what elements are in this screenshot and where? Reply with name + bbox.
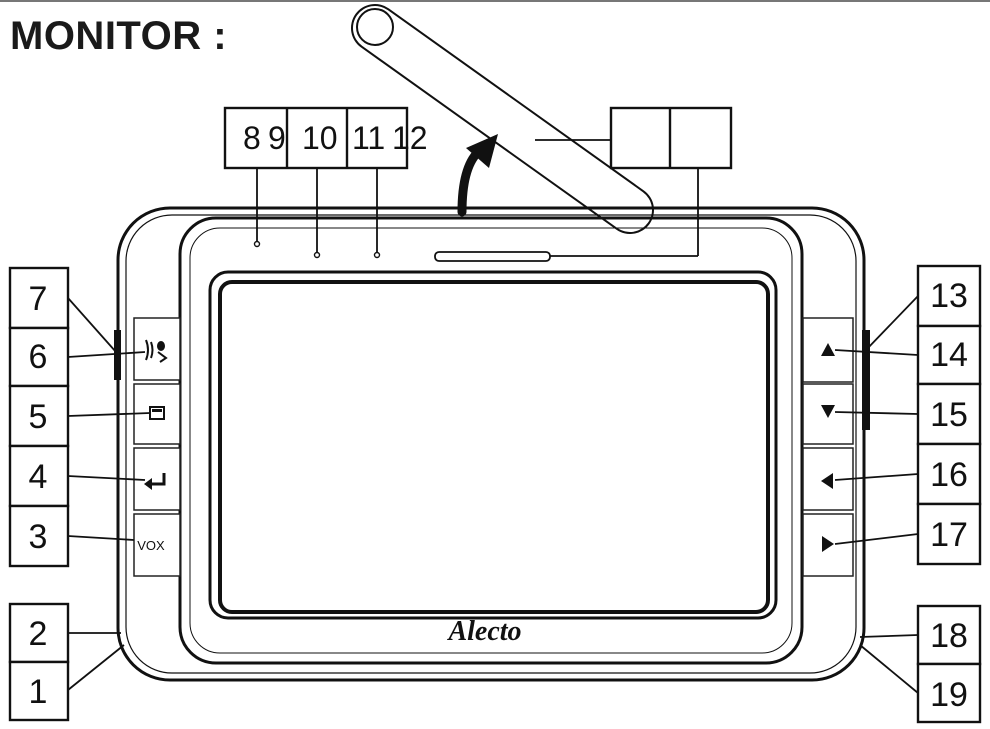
screen [208,270,778,620]
microphone-slot [434,251,551,262]
right-button-panel [802,317,854,577]
rotate-arrow-icon [457,134,498,217]
vox-button[interactable] [133,513,181,577]
antenna [351,4,654,234]
top-right-callout-group [535,106,733,257]
callout-6: 6 [29,338,48,376]
callout-4: 4 [29,458,48,496]
left-arrow-icon [821,473,833,489]
enter-icon [148,473,166,486]
menu-icon [149,406,165,420]
callout-8: 8 [243,120,261,156]
callout-9: 9 [268,120,286,156]
talk-icon [145,339,168,363]
callout-18: 18 [930,617,968,655]
right-arrow-icon [822,536,834,552]
callout-5: 5 [29,398,48,436]
callout-14: 14 [930,336,968,374]
top-rule [0,0,990,2]
led-indicators [253,240,381,259]
callout-11: 11 [352,120,385,156]
callout-17: 17 [930,516,968,554]
right-callouts: 13 14 15 16 17 18 19 [834,264,982,724]
callout-16: 16 [930,456,968,494]
callout-3: 3 [29,518,48,556]
callout-13: 13 [930,277,968,315]
callout-1: 1 [29,673,48,711]
right-side-switch[interactable] [862,330,870,430]
page-title: MONITOR : [10,14,228,58]
callout-10: 10 [302,120,338,156]
callout-2: 2 [29,615,48,653]
up-arrow-icon [821,343,835,356]
callout-19: 19 [930,676,968,714]
callout-7: 7 [29,280,48,318]
top-callout-group: 8 9 10 11 12 [223,106,428,252]
down-arrow-icon [821,405,835,418]
brand-logo: Alecto [446,616,521,647]
left-button-panel: VOX [133,317,181,577]
left-callouts: 7 6 5 4 3 2 1 [8,266,151,722]
left-side-switch[interactable] [114,330,121,380]
talk-button[interactable] [133,317,181,381]
vox-button-label: VOX [137,538,165,553]
callout-12: 12 [392,120,428,156]
callout-15: 15 [930,396,968,434]
